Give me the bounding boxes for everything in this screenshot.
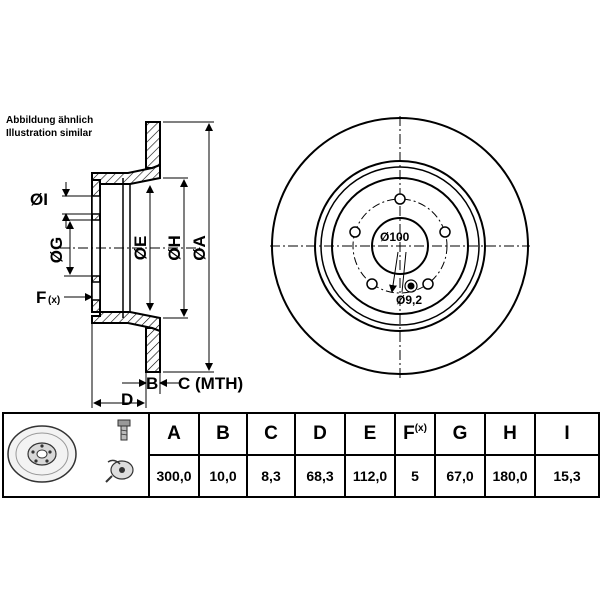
label-dim-f: F	[36, 288, 46, 307]
label-dim-i: ØI	[30, 190, 48, 209]
technical-drawing: ØI ØG F (x) ØE ØH ØA B C (MTH) D	[30, 116, 530, 409]
illustration-note-de: Abbildung ähnlich	[6, 115, 94, 126]
label-hub-diameter: Ø100	[380, 230, 410, 244]
wrench-icon	[105, 459, 134, 483]
bolt-icon	[117, 419, 131, 441]
header-e: E	[344, 412, 396, 456]
value-g: 67,0	[434, 454, 486, 498]
illustration-note-en: Illustration similar	[6, 128, 93, 139]
label-dim-a: ØA	[190, 235, 209, 261]
header-f-main: F	[403, 423, 415, 444]
value-c: 8,3	[246, 454, 296, 498]
label-dim-f-sub: (x)	[48, 295, 60, 306]
header-c: C	[246, 412, 296, 456]
value-f: 5	[394, 454, 436, 498]
header-b: B	[198, 412, 248, 456]
label-dim-c: C (MTH)	[178, 374, 243, 393]
header-f-sub: (x)	[414, 423, 427, 434]
locating-hole-icon	[407, 282, 415, 290]
header-d: D	[294, 412, 346, 456]
header-i: I	[534, 412, 600, 456]
header-h: H	[484, 412, 536, 456]
header-f: F(x)	[394, 412, 436, 456]
label-dim-b: B	[146, 374, 158, 393]
value-e: 112,0	[344, 454, 396, 498]
label-dim-h: ØH	[165, 235, 184, 261]
value-h: 180,0	[484, 454, 536, 498]
disc-front-view: Ø100 Ø9,2	[270, 116, 530, 378]
value-d: 68,3	[294, 454, 346, 498]
bolt-holes	[349, 193, 451, 290]
label-dim-d: D	[121, 390, 133, 409]
brake-disc-thumbnail-icon	[7, 425, 77, 483]
label-bolt-diameter: Ø9,2	[396, 293, 422, 307]
value-i: 15,3	[534, 454, 600, 498]
spec-table: A B C D E F(x) G H I 300,0 10,0 8,3 68,3…	[2, 412, 600, 498]
value-a: 300,0	[148, 454, 200, 498]
icon-cell	[2, 412, 150, 498]
header-g: G	[434, 412, 486, 456]
disc-section-view: ØI ØG F (x) ØE ØH ØA B C (MTH) D	[30, 121, 243, 409]
label-dim-e: ØE	[131, 236, 150, 261]
value-b: 10,0	[198, 454, 248, 498]
label-dim-g: ØG	[47, 237, 66, 263]
header-a: A	[148, 412, 200, 456]
